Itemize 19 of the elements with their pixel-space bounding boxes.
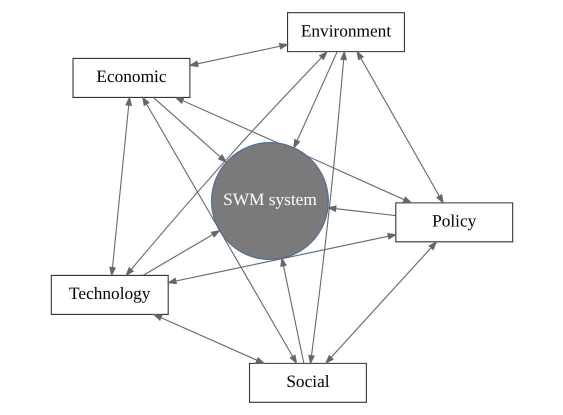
node-box: Social [248, 362, 366, 403]
arrow [280, 256, 304, 364]
node-box: Technology [50, 274, 168, 315]
arrow [141, 96, 297, 364]
arrow [166, 233, 397, 284]
arrow [142, 230, 220, 276]
arrow [326, 205, 395, 216]
arrow [152, 314, 265, 364]
arrow [152, 97, 227, 164]
arrow [292, 52, 338, 150]
arrow [308, 50, 347, 365]
arrow [188, 42, 289, 68]
arrow [324, 240, 437, 364]
arrow [108, 96, 132, 277]
arrow [356, 50, 444, 204]
node-box: Economic [72, 58, 190, 98]
node-box: Policy [394, 202, 513, 242]
node-box: Environment [286, 12, 404, 52]
arrow [124, 50, 328, 277]
